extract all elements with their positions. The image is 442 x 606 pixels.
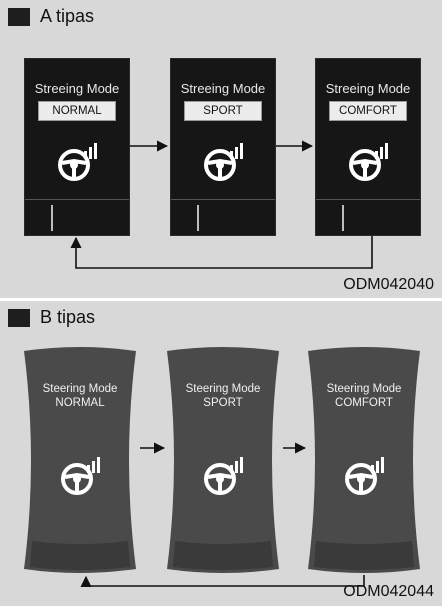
section-divider (0, 298, 442, 301)
screen-a-normal: Streeing Mode NORMAL (24, 58, 130, 236)
screen-bottom-bar (25, 199, 129, 236)
section-b-title: B tipas (40, 307, 96, 327)
mode-label: COMFORT (335, 397, 393, 409)
panel-a-type: A tipas Streeing Mode NORMAL Streeing Mo… (0, 0, 442, 298)
steering-wheel-icon (349, 143, 388, 181)
screen-title: Steering Mode (42, 383, 118, 395)
screen-b-shape (24, 347, 136, 573)
mode-label: NORMAL (55, 397, 105, 409)
screen-indicator (51, 205, 53, 231)
screen-title: Streeing Mode (34, 81, 120, 96)
screen-indicator (342, 205, 344, 231)
steering-wheel-icon (58, 143, 97, 181)
header-square-icon (8, 7, 30, 26)
mode-label: COMFORT (329, 101, 407, 121)
screen-title: Steering Mode (185, 383, 261, 395)
steering-wheel-icon (61, 457, 100, 495)
screen-indicator (197, 205, 199, 231)
screen-title: Streeing Mode (325, 81, 411, 96)
screen-b-comfort: Steering Mode COMFORT (302, 345, 426, 575)
steering-wheel-icon (204, 457, 243, 495)
screen-title: Steering Mode (326, 383, 402, 395)
mode-label: SPORT (184, 101, 262, 121)
steering-wheel-icon (204, 143, 243, 181)
screen-bottom-bar (171, 199, 275, 236)
mode-label: NORMAL (38, 101, 116, 121)
screen-b-normal: Steering Mode NORMAL (18, 345, 142, 575)
screen-a-comfort: Streeing Mode COMFORT (315, 58, 421, 236)
steering-wheel-icon (345, 457, 384, 495)
mode-label: SPORT (203, 397, 243, 409)
screen-a-sport: Streeing Mode SPORT (170, 58, 276, 236)
arrow-return-a (70, 236, 373, 269)
screen-title: Streeing Mode (180, 81, 266, 96)
screen-bottom-bar (316, 199, 420, 236)
screen-b-shape (308, 347, 420, 573)
section-a-title: A tipas (40, 6, 95, 26)
figure-code-a: ODM042040 (343, 276, 434, 293)
section-b-header: B tipas (8, 307, 95, 328)
screen-b-sport: Steering Mode SPORT (161, 345, 285, 575)
header-square-icon (8, 308, 30, 327)
figure-code-b: ODM042044 (343, 583, 434, 600)
screen-b-shape (167, 347, 279, 573)
arrow-return-b (80, 575, 365, 588)
section-a-header: A tipas (8, 6, 94, 27)
